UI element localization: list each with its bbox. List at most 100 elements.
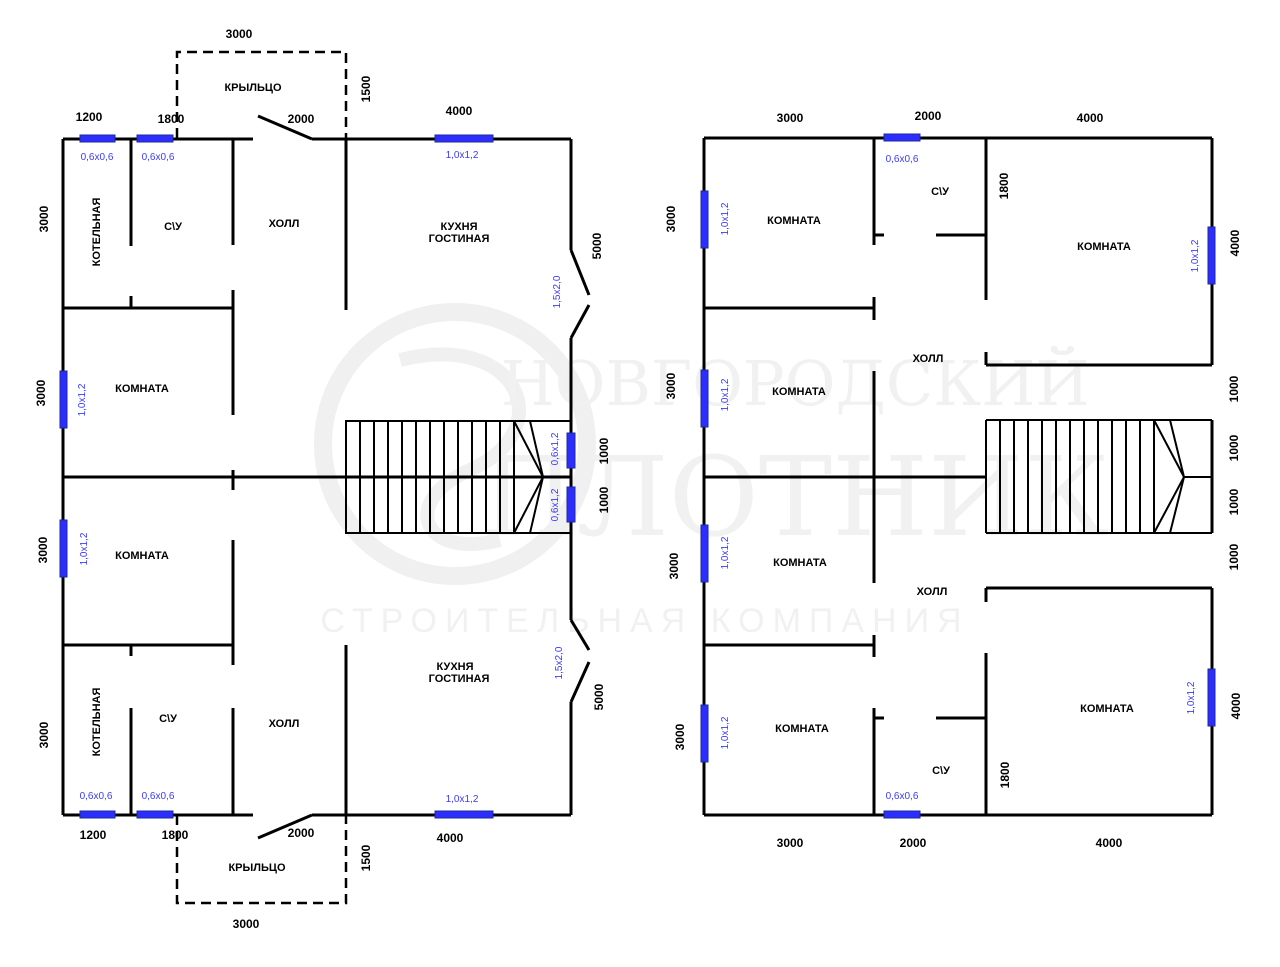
window-size-label: 1,0x1,2 (720, 716, 731, 749)
room-label: С\У (931, 186, 949, 198)
window-size-label: 0,6x1,2 (550, 432, 561, 465)
dimension-label: 1800 (158, 112, 185, 126)
window-size-label: 0,6x0,6 (81, 152, 114, 163)
window (59, 519, 68, 578)
window (883, 133, 921, 142)
window-size-label: 0,6x1,2 (550, 488, 561, 521)
dimension-label: 3000 (664, 372, 678, 399)
dimension-label: 1000 (1227, 434, 1241, 461)
window-size-label: 1,5x2,0 (554, 646, 565, 679)
dimension-label: 2000 (288, 826, 315, 840)
room-label: КРЫЛЬЦО (228, 862, 285, 874)
window (883, 810, 921, 819)
dimension-label: 1800 (997, 172, 1011, 199)
room-label: С\У (932, 765, 950, 777)
dimension-label: 1500 (359, 844, 373, 871)
window-size-label: 0,6x0,6 (886, 154, 919, 165)
window (700, 190, 709, 249)
dimension-label: 1000 (597, 437, 611, 464)
room-label: КУХНЯ (440, 221, 477, 233)
dimension-label: 3000 (673, 723, 687, 750)
dimension-label: 3000 (34, 379, 48, 406)
room-label: КОМНАТА (115, 383, 169, 395)
window-size-label: 0,6x0,6 (80, 791, 113, 802)
dimension-label: 1000 (1227, 488, 1241, 515)
floor-1-windows (59, 134, 576, 819)
window (700, 369, 709, 428)
porch-top-outline (175, 50, 348, 138)
window (79, 134, 116, 143)
dimension-label: 3000 (37, 721, 51, 748)
room-label: ХОЛЛ (917, 586, 948, 598)
window (700, 704, 709, 763)
dimension-label: 1800 (998, 761, 1012, 788)
room-label: ХОЛЛ (913, 353, 944, 365)
room-label: КОМНАТА (767, 215, 821, 227)
window-size-label: 1,0x1,2 (446, 150, 479, 161)
dimension-label: 1000 (1227, 543, 1241, 570)
floor-1-staircase (345, 420, 572, 534)
dimension-label: 3000 (226, 27, 253, 41)
dimension-label: 2000 (288, 112, 315, 126)
window (434, 810, 494, 819)
dimension-label: 4000 (446, 104, 473, 118)
window-size-label: 1,0x1,2 (720, 202, 731, 235)
window-size-label: 0,6x0,6 (142, 791, 175, 802)
watermark-line-1: НОВГОРОДСКИЙ (501, 346, 1090, 420)
dimension-label: 4000 (1228, 229, 1242, 256)
dimension-label: 2000 (900, 836, 927, 850)
window (566, 486, 576, 523)
window (434, 134, 494, 143)
dimension-label: 1000 (1227, 375, 1241, 402)
room-label: КОМНАТА (1080, 703, 1134, 715)
porch-bottom-outline (175, 815, 348, 905)
window (136, 810, 174, 819)
floor-1-walls (61, 114, 591, 840)
window (700, 524, 709, 583)
room-label: КОМНАТА (775, 723, 829, 735)
watermark: НОВГОРОДСКИЙ ПЛОТНИК СТРОИТЕЛЬНАЯ КОМПАН… (314, 303, 1109, 640)
room-label: ГОСТИНАЯ (429, 673, 490, 685)
room-label: ХОЛЛ (269, 718, 300, 730)
window-size-label: 1,5x2,0 (552, 275, 563, 308)
window-size-label: 0,6x0,6 (886, 791, 919, 802)
window (566, 432, 576, 469)
dimension-label: 5000 (590, 232, 604, 259)
window (79, 810, 116, 819)
dimension-label: 2000 (915, 109, 942, 123)
dimension-label: 1500 (359, 75, 373, 102)
window-size-label: 1,0x1,2 (1186, 681, 1197, 714)
dimension-label: 4000 (1096, 836, 1123, 850)
room-label: КОТЕЛЬНАЯ (91, 198, 103, 267)
dimension-label: 3000 (37, 205, 51, 232)
dimension-label: 4000 (1077, 111, 1104, 125)
room-label: КОМНАТА (115, 550, 169, 562)
dimension-label: 3000 (777, 836, 804, 850)
room-label: С\У (164, 221, 182, 233)
room-label: КОМНАТА (772, 386, 826, 398)
dimension-label: 3000 (233, 917, 260, 931)
floor-2-plan: КОМНАТА С\У КОМНАТА ХОЛЛ КОМНАТА КОМНАТА… (664, 109, 1243, 850)
dimension-label: 4000 (1229, 692, 1243, 719)
window-size-label: 1,0x1,2 (79, 532, 90, 565)
watermark-emblem-swirl (398, 347, 527, 551)
floor-1-plan: КОТЕЛЬНАЯ С\У ХОЛЛ КУХНЯ ГОСТИНАЯ КОМНАТ… (34, 27, 611, 931)
watermark-line-3: СТРОИТЕЛЬНАЯ КОМПАНИЯ (320, 602, 969, 640)
window-size-label: 1,0x1,2 (77, 383, 88, 416)
room-label: КОМНАТА (773, 557, 827, 569)
dimension-label: 1800 (162, 828, 189, 842)
room-label: ГОСТИНАЯ (429, 233, 490, 245)
watermark-line-2: ПЛОТНИК (481, 433, 1109, 561)
room-label: КУХНЯ (436, 661, 473, 673)
window-size-label: 0,6x0,6 (142, 152, 175, 163)
window-size-label: 1,0x1,2 (1190, 239, 1201, 272)
room-label: КОМНАТА (1077, 241, 1131, 253)
watermark-emblem (314, 303, 596, 585)
room-label: ХОЛЛ (269, 218, 300, 230)
window-size-label: 1,0x1,2 (720, 378, 731, 411)
room-label: С\У (159, 713, 177, 725)
dimension-label: 1200 (76, 110, 103, 124)
window (136, 134, 174, 143)
window-size-label: 1,0x1,2 (446, 794, 479, 805)
dimension-label: 3000 (667, 552, 681, 579)
